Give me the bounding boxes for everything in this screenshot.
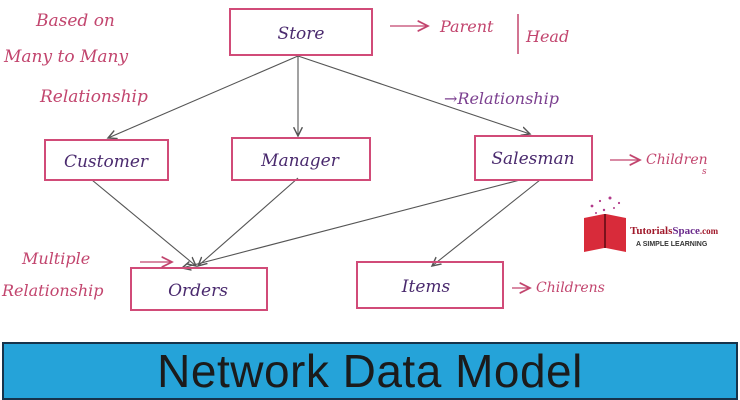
node-manager-label: Manager	[260, 151, 340, 171]
node-items-label: Items	[401, 277, 451, 297]
logo-domain: .com	[700, 226, 719, 236]
edge-salesman-items	[432, 179, 541, 266]
annotation-parent: Parent	[439, 17, 494, 36]
node-customer-box	[44, 139, 169, 181]
edge-manager-orders	[198, 177, 299, 266]
annotation-many-to-many: Many to Many	[3, 47, 128, 67]
annotation-multiple: Multiple	[21, 249, 90, 268]
node-orders-box	[130, 267, 268, 311]
book-icon	[584, 214, 626, 252]
tutorialsspace-logo: TutorialsSpace.com A SIMPLE LEARNING	[584, 196, 719, 252]
edge-store-customer	[108, 55, 299, 138]
network-diagram: Store Customer Manager Salesman Orders I…	[1, 8, 719, 311]
node-salesman-label: Salesman	[491, 149, 574, 169]
node-customer-label: Customer	[64, 152, 149, 172]
node-manager-box	[231, 137, 371, 181]
svg-text:TutorialsSpace.com: TutorialsSpace.com	[630, 225, 719, 237]
banner-title: Network Data Model	[157, 345, 583, 397]
edge-store-salesman	[297, 55, 530, 134]
logo-name-part1: Tutorials	[630, 225, 673, 237]
edge-customer-orders	[91, 179, 196, 266]
logo-name-part2: Space	[672, 225, 700, 237]
title-banner: Network Data Model	[2, 342, 738, 400]
node-store-label: Store	[278, 24, 325, 44]
annotation-relationship-left: Relationship	[39, 87, 148, 107]
edge-salesman-orders	[182, 179, 521, 268]
annotation-head: Head	[525, 27, 569, 46]
annotation-multiple-relationship: Relationship	[1, 281, 104, 300]
annotation-based-on: Based on	[35, 11, 115, 31]
node-salesman-box	[474, 135, 593, 181]
annotation-children: Children	[646, 152, 708, 168]
node-orders-label: Orders	[168, 281, 228, 301]
node-store-box	[229, 8, 373, 56]
annotation-relationship-edge: →Relationship	[444, 89, 559, 108]
node-items-box	[356, 261, 504, 309]
annotation-childrens: Childrens	[536, 280, 605, 296]
logo-tagline: A SIMPLE LEARNING	[636, 241, 708, 248]
annotation-children-sub: s	[702, 167, 707, 177]
